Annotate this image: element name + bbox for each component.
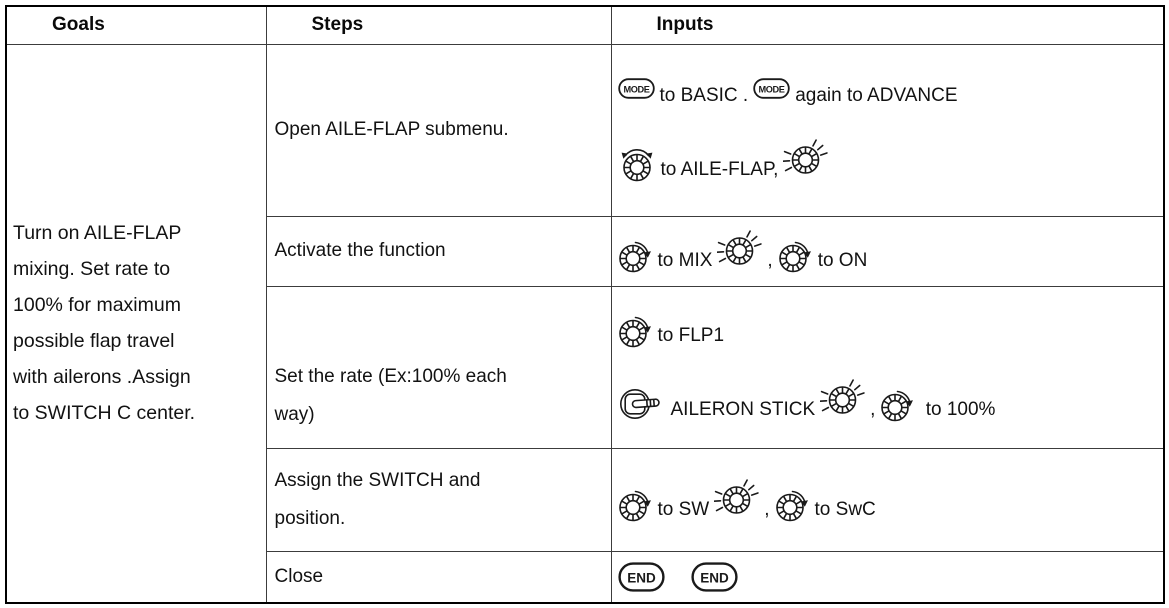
input-line: END END [617, 561, 1156, 592]
dial-rotate-icon [618, 487, 653, 522]
inputs-assign-switch: to SW, to SwC [610, 447, 1165, 552]
dial-rotate-icon [775, 487, 810, 522]
table-row: Activate the function to MIX, to ON [6, 215, 1165, 287]
goals-cell: Turn on AILE-FLAP mixing. Set rate to 10… [5, 43, 267, 603]
column-header-steps: Steps [265, 5, 612, 45]
input-text: to BASIC . [659, 85, 749, 106]
table-row: Close END END [6, 550, 1165, 603]
inputs-close: END END [610, 550, 1165, 603]
dial-rotate-both-icon [618, 145, 656, 182]
input-line: to SW, to SwC [618, 478, 1156, 522]
column-header-inputs: Inputs [610, 5, 1165, 45]
inputs-open-submenu: MODE to BASIC . MODE again to ADVANCE to AIL… [610, 43, 1165, 217]
input-text: to 100% [920, 398, 996, 420]
input-text: to MIX [657, 250, 713, 271]
dial-press-icon [714, 478, 759, 518]
svg-text:END: END [700, 570, 729, 585]
input-line: AILERON STICK, to 100% [618, 378, 1156, 422]
end-button-icon: END [617, 561, 665, 592]
svg-text:MODE: MODE [759, 85, 785, 95]
step-activate-function: Activate the function [265, 215, 612, 287]
dial-rotate-icon [880, 387, 915, 422]
stick-icon [618, 383, 666, 423]
input-line: to FLP1 [618, 313, 1156, 348]
table-row: Turn on AILE-FLAP mixing. Set rate to 10… [5, 43, 1165, 603]
dial-rotate-icon [618, 238, 653, 273]
step-close: Close [265, 550, 612, 603]
dial-press-icon [820, 378, 865, 418]
input-line: to AILE-FLAP, [618, 138, 1156, 182]
step-assign-switch: Assign the SWITCH and position. [265, 447, 612, 552]
instruction-table: Goals Steps Inputs Turn on AILE-FLAP mix… [5, 5, 1165, 604]
dial-rotate-icon [618, 313, 653, 348]
mode-button-icon: MODE [753, 78, 790, 99]
svg-text:END: END [627, 570, 656, 585]
input-text: to ON [817, 250, 868, 271]
end-button-icon: END [690, 561, 738, 592]
input-text: to AILE-FLAP, [660, 159, 779, 180]
column-header-goals: Goals [5, 5, 267, 45]
input-text: AILERON STICK [670, 398, 816, 420]
input-text: to SW [657, 498, 710, 520]
header-row: Goals Steps Inputs [5, 5, 1165, 45]
dial-press-icon [717, 229, 763, 269]
input-text: again to ADVANCE [795, 85, 958, 106]
input-line: to MIX, to ON [618, 229, 1156, 273]
input-text: to FLP1 [657, 324, 725, 346]
input-text: , [764, 498, 770, 520]
input-line: MODE to BASIC . MODE again to ADVANCE [617, 78, 1156, 108]
input-text: , [870, 398, 876, 420]
inputs-activate-function: to MIX, to ON [610, 215, 1165, 287]
input-text: to SwC [814, 498, 876, 520]
step-open-submenu: Open AILE-FLAP submenu. [265, 43, 612, 217]
dial-press-icon [783, 138, 829, 178]
mode-button-icon: MODE [617, 78, 655, 99]
input-text: , [767, 250, 773, 271]
step-set-rate: Set the rate (Ex:100% each way) [265, 285, 612, 449]
dial-rotate-icon [778, 238, 813, 273]
table-row: Assign the SWITCH and position. to SW,to… [6, 447, 1165, 552]
svg-text:MODE: MODE [623, 85, 649, 95]
